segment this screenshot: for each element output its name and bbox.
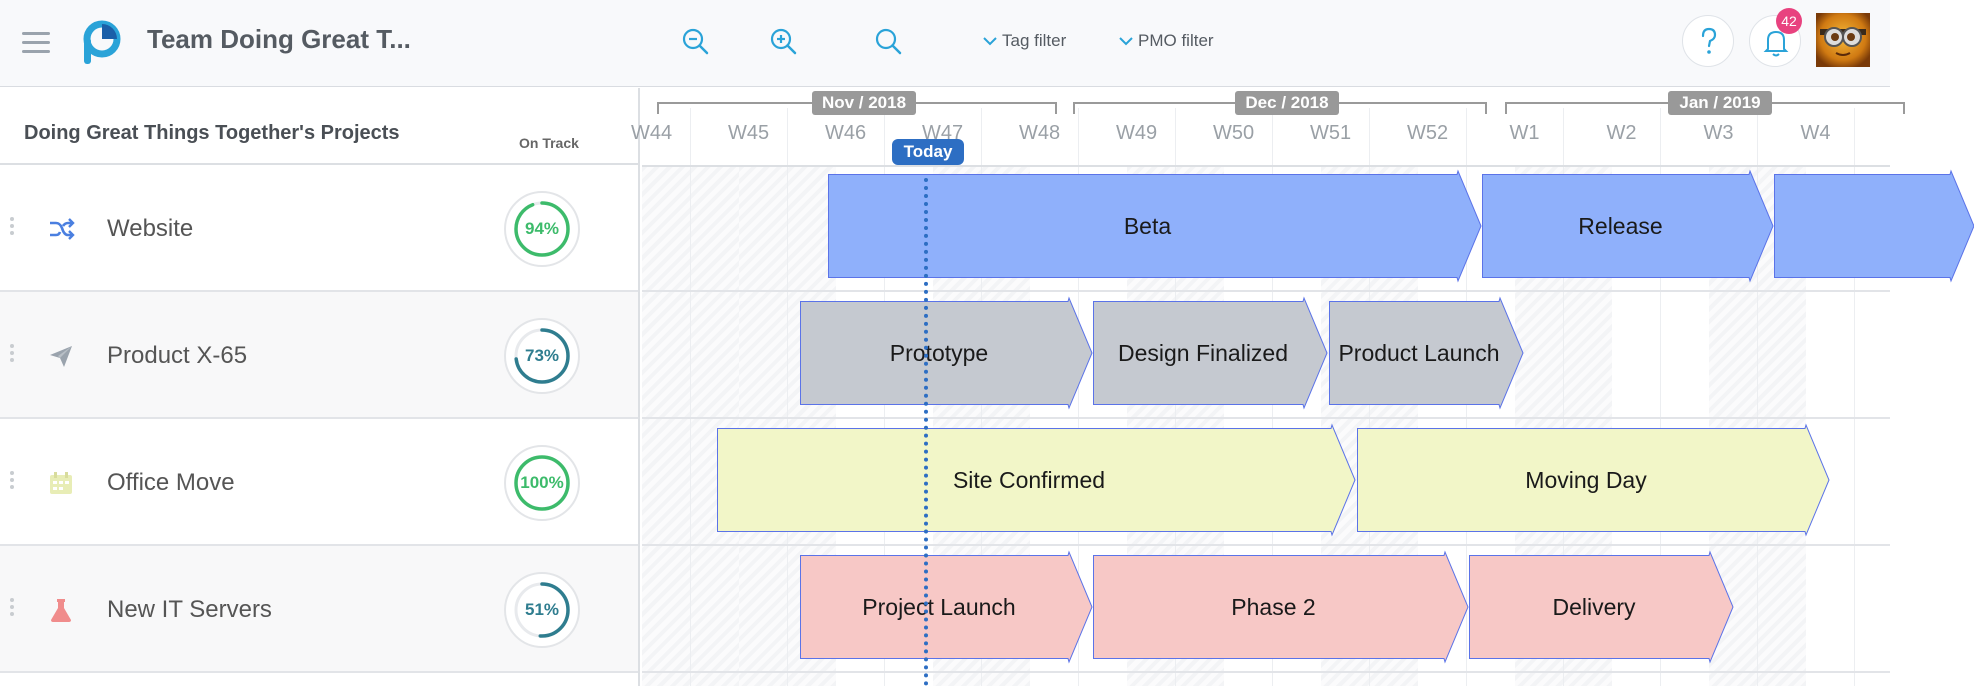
project-row-office-move[interactable]: Office Move 100% [0,419,638,546]
projects-panel-header: Doing Great Things Together's Projects O… [0,88,638,165]
projects-title: Doing Great Things Together's Projects [24,122,400,144]
progress-percent: 94% [524,219,560,238]
today-line [924,178,928,686]
phase-arrow-shape [800,550,1093,664]
bell-icon [1763,30,1789,57]
projects-panel: Doing Great Things Together's Projects O… [0,88,640,686]
help-question-icon [1701,27,1717,54]
phase-arrow-shape [1469,550,1734,664]
timeline-header-divider [642,165,1890,167]
shuffle-icon [50,218,75,240]
help-button[interactable] [1682,15,1734,67]
phase-arrow-shape [1093,550,1469,664]
drag-handle-icon[interactable] [10,217,16,241]
notification-count-badge: 42 [1776,8,1802,34]
zoom-out-icon[interactable] [680,26,712,58]
project-name[interactable]: New IT Servers [107,596,272,623]
user-avatar[interactable] [1816,13,1870,67]
project-name[interactable]: Website [107,215,194,242]
phase-arrow-shape [828,169,1482,283]
project-name[interactable]: Product X-65 [107,342,248,369]
row-divider [642,290,1890,292]
hamburger-menu-icon[interactable] [18,27,54,59]
today-badge[interactable]: Today [892,139,964,165]
chevron-down-icon [1119,37,1133,46]
month-label: Jan / 2019 [1668,91,1772,115]
project-row-product-x65[interactable]: Product X-65 73% [0,292,638,419]
week-label: W47 [921,122,964,144]
progress-percent: 51% [524,600,560,619]
phase-arrow-shape [1329,296,1524,410]
avatar-image [1816,13,1870,67]
phase-arrow-shape [1357,423,1830,537]
phase-arrow-shape [717,423,1356,537]
tag-filter-dropdown[interactable]: Tag filter [982,31,1066,51]
week-label: W2 [1606,122,1637,144]
week-gridline [787,108,788,686]
week-label: W49 [1115,122,1158,144]
week-label: W48 [1018,122,1061,144]
workspace-title[interactable]: Team Doing Great T... [147,24,411,54]
gantt-timeline[interactable]: Nov / 2018 Dec / 2018 Jan / 2019 W44 W45… [631,88,1974,686]
week-label: W4 [1800,122,1831,144]
week-gridline [1854,108,1855,686]
flask-icon [51,599,71,622]
pmo-filter-dropdown[interactable]: PMO filter [1118,31,1214,51]
phase-arrow-shape [800,296,1093,410]
month-label: Nov / 2018 [812,91,916,115]
project-name[interactable]: Office Move [107,469,235,496]
row-divider [642,544,1890,546]
row-divider [642,671,1890,673]
notifications-button[interactable] [1749,15,1801,67]
week-label: W1 [1509,122,1540,144]
week-label: W3 [1703,122,1734,144]
progress-percent: 73% [524,346,560,365]
app-logo[interactable] [80,20,121,66]
progress-ring [504,445,580,521]
top-bar: Team Doing Great T... Tag filter PMO fil… [0,0,1890,87]
week-gridline [1078,108,1079,686]
week-gridline [1757,108,1758,686]
phase-arrow-shape [1774,169,1974,283]
week-label: W45 [727,122,770,144]
week-label: W50 [1212,122,1255,144]
progress-ring [504,318,580,394]
drag-handle-icon[interactable] [10,344,16,368]
week-gridline [1563,108,1564,686]
month-label: Dec / 2018 [1235,91,1339,115]
calendar-icon [50,472,72,494]
drag-handle-icon[interactable] [10,471,16,495]
paper-plane-icon [50,346,72,367]
progress-percent: 100% [520,473,564,492]
phase-arrow-shape [1093,296,1328,410]
week-gridline [690,108,691,686]
progress-ring [504,572,580,648]
phase-arrow-shape [1482,169,1774,283]
project-row-website[interactable]: Website 94% [0,165,638,292]
week-label: W51 [1309,122,1352,144]
progress-ring [504,191,580,267]
search-icon[interactable] [873,26,905,58]
on-track-column-label: On Track [519,135,579,151]
zoom-in-icon[interactable] [768,26,800,58]
drag-handle-icon[interactable] [10,598,16,622]
week-label: W44 [630,122,673,144]
week-label: W52 [1406,122,1449,144]
project-row-new-it-servers[interactable]: New IT Servers 51% [0,546,638,673]
week-gridline [1660,108,1661,686]
chevron-down-icon [983,37,997,46]
row-divider [642,417,1890,419]
week-label: W46 [824,122,867,144]
